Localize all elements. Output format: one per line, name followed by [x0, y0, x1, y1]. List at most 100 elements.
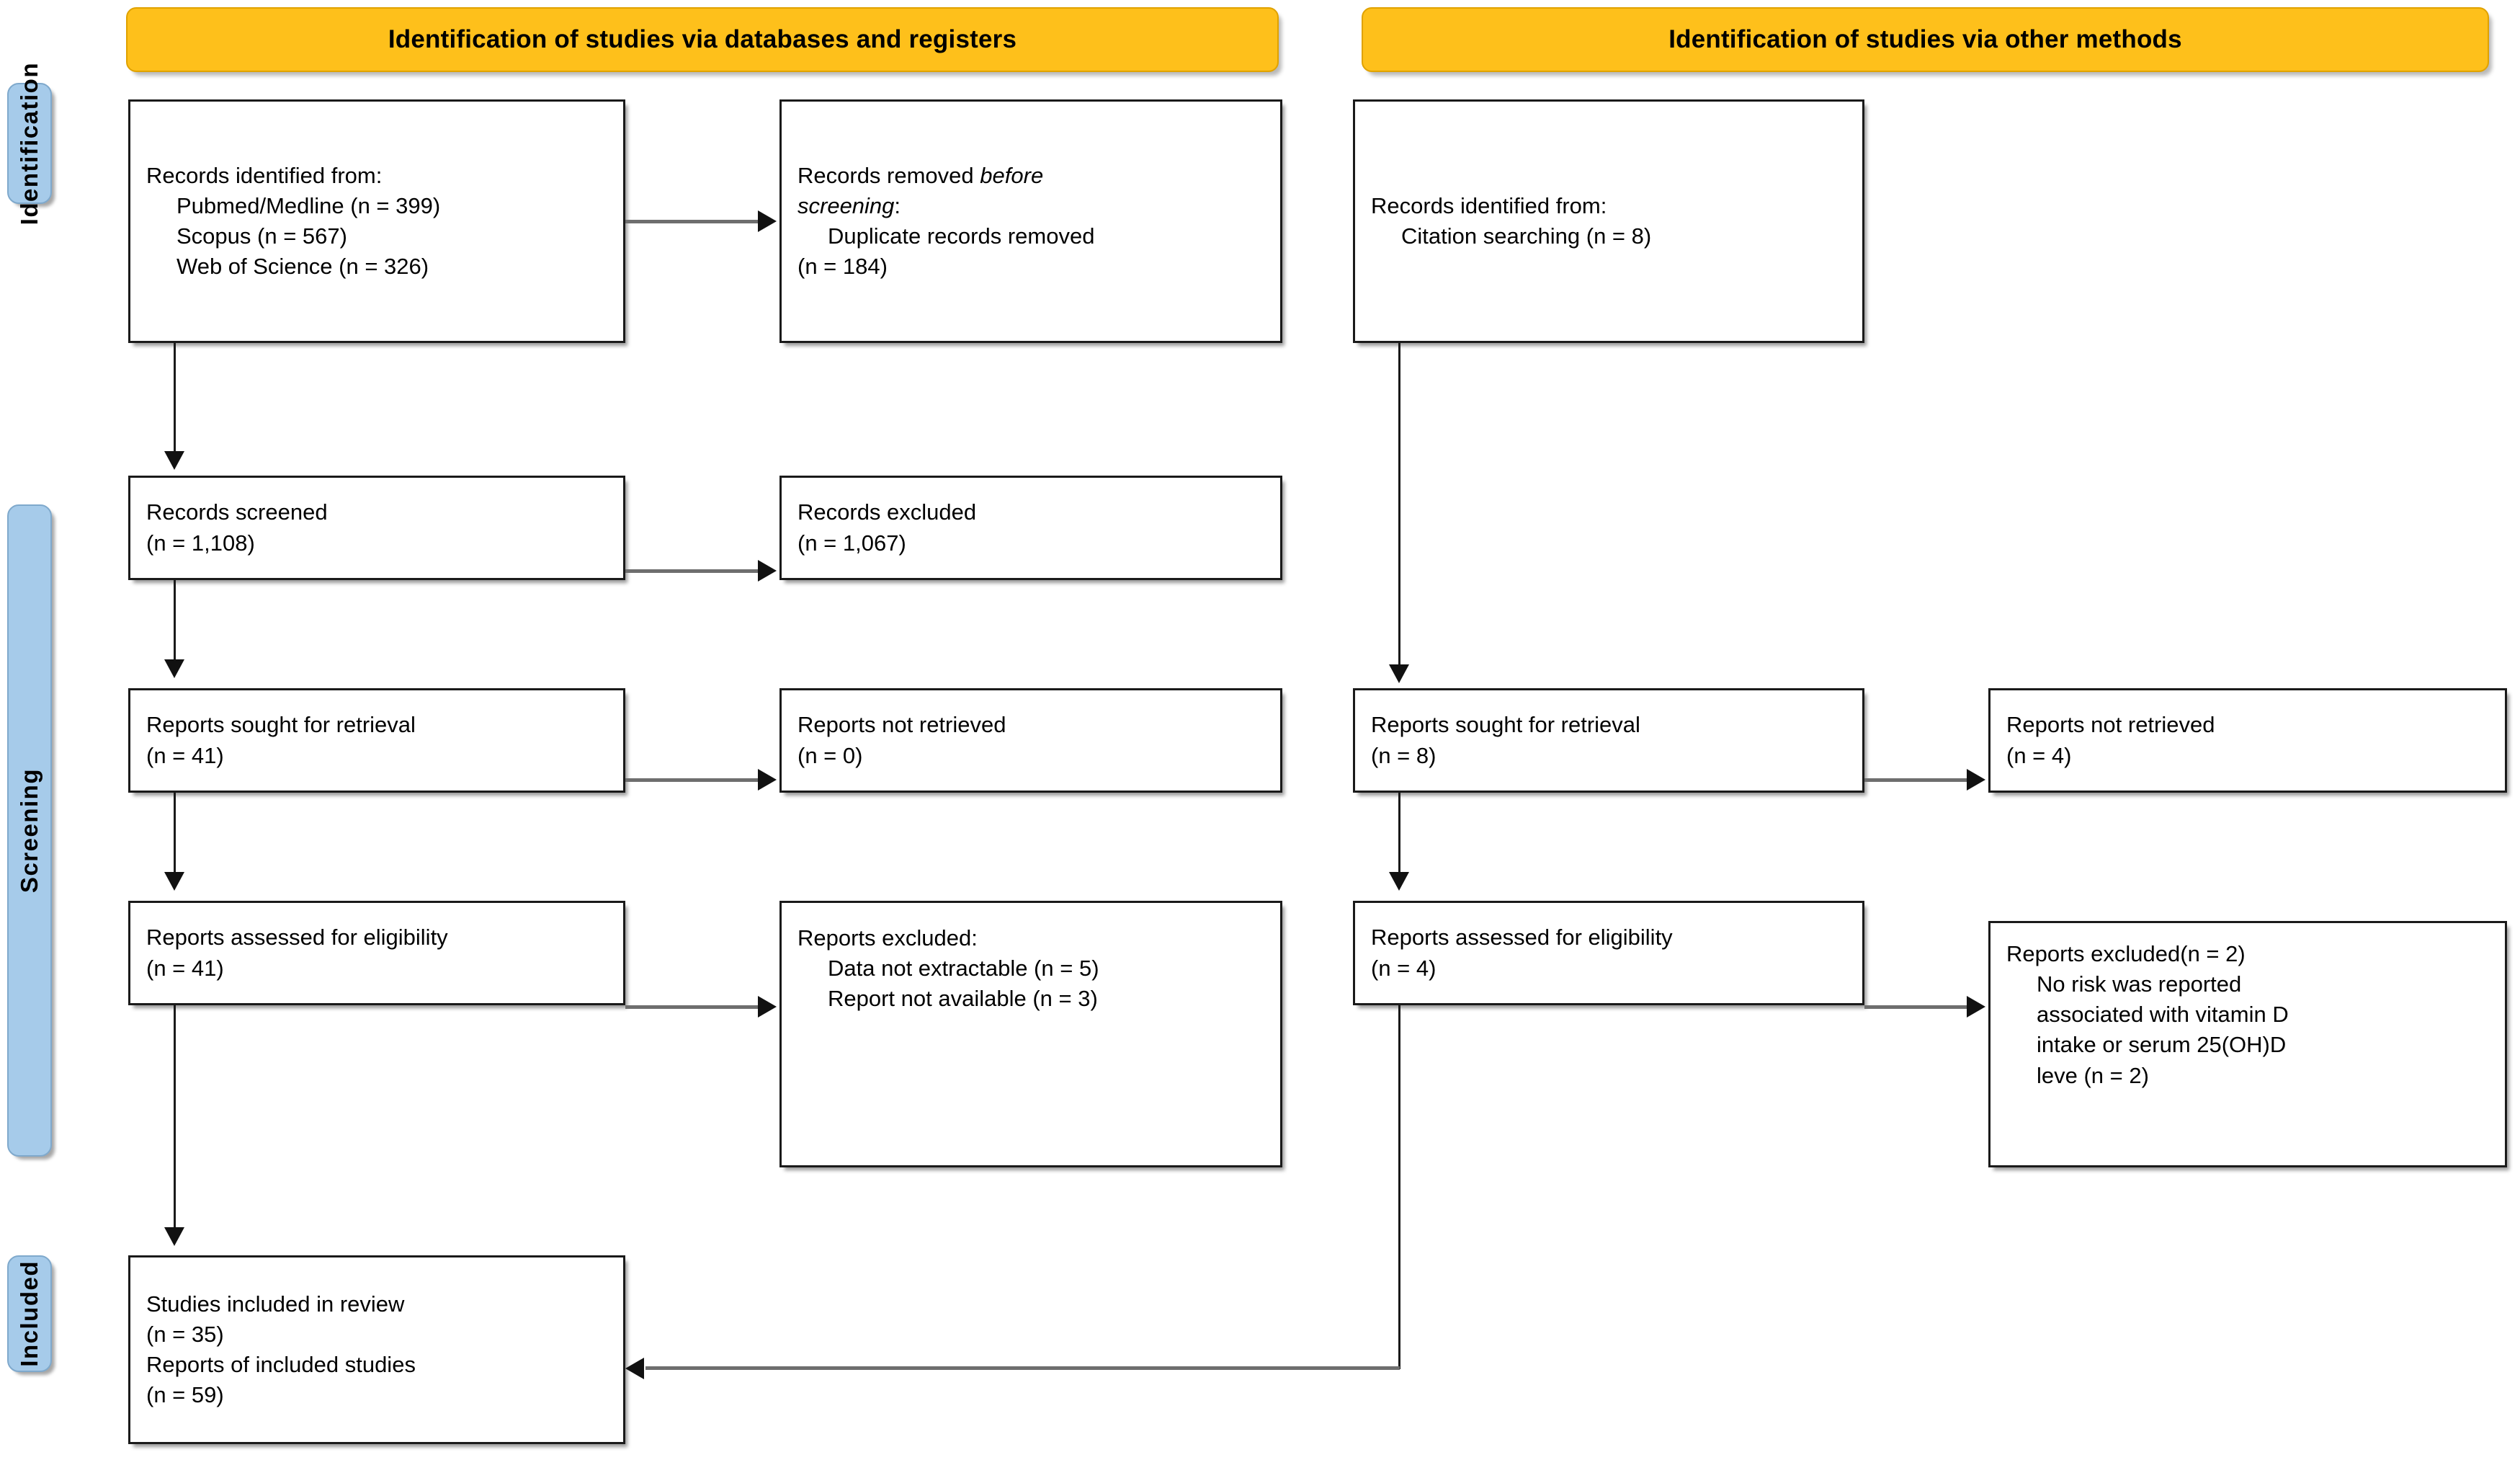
- records-excluded-text: Records excluded (n = 1,067): [797, 497, 1264, 558]
- arrow-identified-to-removed: [758, 210, 777, 232]
- stage-tab-included: Included: [7, 1255, 52, 1372]
- arrow-sought-to-not-retrieved-other: [1967, 769, 1985, 791]
- records-excluded-count: (n = 1,067): [797, 530, 906, 556]
- stage-tab-included-label: Included: [16, 1260, 43, 1367]
- connector-sought-to-not-retrieved-other: [1864, 778, 1968, 782]
- connector-identified-to-removed: [625, 220, 759, 223]
- records-screened-label: Records screened: [146, 499, 328, 525]
- connector-sought-to-assessed-db: [174, 793, 176, 873]
- records-screened-count: (n = 1,108): [146, 530, 255, 556]
- connector-assessed-other-to-included-horizontal: [645, 1366, 1400, 1370]
- arrow-identified-to-screened: [164, 451, 184, 470]
- records-excluded-label: Records excluded: [797, 499, 977, 525]
- records-removed-text: Records removed before screening: Duplicat…: [797, 161, 1264, 282]
- reports-assessed-other-text: Reports assessed for eligibility (n = 4): [1371, 922, 1846, 983]
- records-removed-title-em: before: [980, 162, 1044, 188]
- records-identified-db-text: Records identified from: Pubmed/Medline (…: [146, 161, 607, 282]
- box-reports-sought-other-methods: Reports sought for retrieval (n = 8): [1353, 688, 1864, 793]
- reports-sought-other-text: Reports sought for retrieval (n = 8): [1371, 710, 1846, 770]
- reports-sought-db-text: Reports sought for retrieval (n = 41): [146, 710, 607, 770]
- connector-assessed-to-included: [174, 1005, 176, 1229]
- connector-sought-to-assessed-other: [1398, 793, 1400, 873]
- reports-sought-db-count: (n = 41): [146, 742, 224, 768]
- reports-excluded-db-item-0: Data not extractable (n = 5): [828, 956, 1099, 981]
- box-reports-excluded-databases: Reports excluded: Data not extractable (n…: [779, 901, 1282, 1167]
- records-identified-db-title: Records identified from:: [146, 162, 383, 188]
- records-identified-db-item-0: Pubmed/Medline (n = 399): [177, 192, 441, 218]
- reports-not-retrieved-other-count: (n = 4): [2006, 742, 2072, 768]
- records-identified-other-text: Records identified from: Citation searchi…: [1371, 191, 1846, 251]
- box-reports-not-retrieved-other-methods: Reports not retrieved (n = 4): [1988, 688, 2507, 793]
- records-removed-title-pre: Records removed: [797, 162, 980, 188]
- records-identified-db-item-2: Web of Science (n = 326): [177, 254, 429, 280]
- reports-assessed-db-count: (n = 41): [146, 955, 224, 981]
- studies-included-count-2: (n = 59): [146, 1382, 224, 1408]
- box-reports-not-retrieved-databases: Reports not retrieved (n = 0): [779, 688, 1282, 793]
- connector-identified-other-to-sought: [1398, 343, 1400, 666]
- banner-databases-registers-label: Identification of studies via databases …: [388, 25, 1017, 53]
- connector-assessed-other-to-included-vertical: [1398, 1005, 1400, 1369]
- box-records-screened: Records screened (n = 1,108): [128, 476, 625, 580]
- arrow-assessed-to-excluded-other: [1967, 996, 1985, 1018]
- reports-assessed-other-count: (n = 4): [1371, 955, 1437, 981]
- box-records-identified-other-methods: Records identified from: Citation searchi…: [1353, 99, 1864, 343]
- banner-other-methods: Identification of studies via other meth…: [1362, 7, 2489, 72]
- box-records-removed-before-screening: Records removed before screening: Duplicat…: [779, 99, 1282, 343]
- arrow-screened-to-sought: [164, 659, 184, 678]
- arrow-assessed-other-to-included: [625, 1358, 644, 1379]
- reports-excluded-db-item-1: Report not available (n = 3): [828, 986, 1098, 1012]
- stage-tab-identification: Identification: [7, 62, 52, 225]
- box-reports-assessed-databases: Reports assessed for eligibility (n = 41): [128, 901, 625, 1005]
- records-screened-text: Records screened (n = 1,108): [146, 497, 607, 558]
- stage-tab-screening: Screening: [7, 504, 52, 1157]
- records-removed-title-post: :: [894, 192, 901, 218]
- reports-not-retrieved-db-label: Reports not retrieved: [797, 712, 1006, 738]
- reports-assessed-db-text: Reports assessed for eligibility (n = 41): [146, 922, 607, 983]
- records-identified-db-item-1: Scopus (n = 567): [177, 223, 347, 249]
- box-reports-sought-databases: Reports sought for retrieval (n = 41): [128, 688, 625, 793]
- arrow-identified-other-to-sought: [1389, 664, 1409, 683]
- reports-not-retrieved-other-text: Reports not retrieved (n = 4): [2006, 710, 2489, 770]
- reports-not-retrieved-other-label: Reports not retrieved: [2006, 712, 2215, 738]
- connector-assessed-to-excluded-other: [1864, 1005, 1968, 1009]
- box-records-excluded: Records excluded (n = 1,067): [779, 476, 1282, 580]
- box-studies-included-in-review: Studies included in review (n = 35) Report…: [128, 1255, 625, 1444]
- reports-assessed-other-label: Reports assessed for eligibility: [1371, 925, 1673, 951]
- arrow-assessed-to-included: [164, 1227, 184, 1246]
- records-identified-other-title: Records identified from:: [1371, 192, 1607, 218]
- connector-screened-to-sought: [174, 580, 176, 661]
- reports-assessed-db-label: Reports assessed for eligibility: [146, 925, 448, 951]
- stage-tab-identification-label: Identification: [16, 61, 43, 226]
- reports-not-retrieved-db-count: (n = 0): [797, 742, 863, 768]
- records-removed-title-em2: screening: [797, 192, 895, 218]
- box-records-identified-databases: Records identified from: Pubmed/Medline (…: [128, 99, 625, 343]
- reports-excluded-other-item-0: No risk was reported: [2037, 971, 2242, 997]
- studies-included-text: Studies included in review (n = 35) Report…: [146, 1289, 607, 1411]
- records-removed-count: (n = 184): [797, 254, 888, 280]
- reports-sought-db-label: Reports sought for retrieval: [146, 712, 416, 738]
- reports-sought-other-label: Reports sought for retrieval: [1371, 712, 1640, 738]
- arrow-screened-to-excluded: [758, 560, 777, 582]
- arrow-assessed-to-excluded-db: [758, 996, 777, 1018]
- connector-screened-to-excluded: [625, 569, 759, 573]
- connector-assessed-to-excluded-db: [625, 1005, 759, 1009]
- reports-sought-other-count: (n = 8): [1371, 742, 1437, 768]
- reports-excluded-other-title: Reports excluded(n = 2): [2006, 941, 2246, 966]
- banner-databases-registers: Identification of studies via databases …: [126, 7, 1279, 72]
- arrow-sought-to-assessed-other: [1389, 872, 1409, 891]
- banner-other-methods-label: Identification of studies via other meth…: [1668, 25, 2182, 53]
- studies-included-label-1: Studies included in review: [146, 1291, 405, 1317]
- records-removed-item-0: Duplicate records removed: [828, 223, 1095, 249]
- studies-included-count-1: (n = 35): [146, 1321, 224, 1347]
- reports-excluded-db-text: Reports excluded: Data not extractable (n…: [797, 923, 1264, 1014]
- arrow-sought-to-assessed-db: [164, 872, 184, 891]
- box-reports-excluded-other-methods: Reports excluded(n = 2) No risk was repor…: [1988, 921, 2507, 1167]
- stage-tab-screening-label: Screening: [16, 767, 43, 894]
- connector-sought-to-not-retrieved-db: [625, 778, 759, 782]
- reports-excluded-other-item-3: leve (n = 2): [2037, 1062, 2149, 1088]
- reports-excluded-db-title: Reports excluded:: [797, 925, 978, 951]
- records-identified-other-item-0: Citation searching (n = 8): [1401, 223, 1652, 249]
- studies-included-label-2: Reports of included studies: [146, 1352, 416, 1377]
- box-reports-assessed-other-methods: Reports assessed for eligibility (n = 4): [1353, 901, 1864, 1005]
